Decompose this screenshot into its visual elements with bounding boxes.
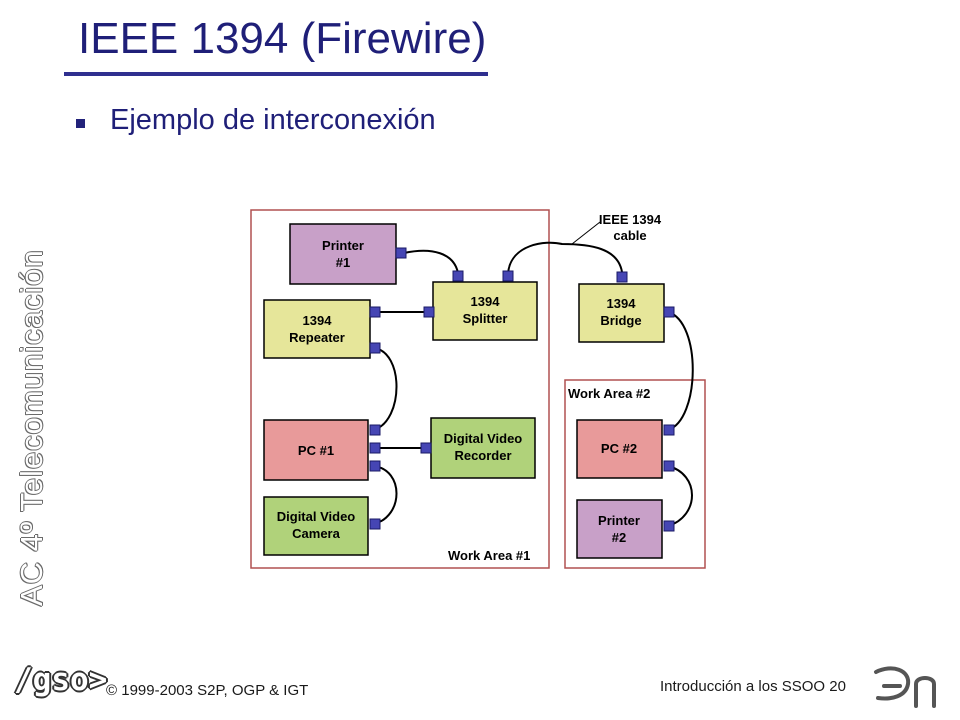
port-repeater-right-bottom: [369, 342, 381, 354]
device-printer1: Printer #1: [289, 223, 397, 285]
dvr-label-line2: Recorder: [454, 448, 511, 463]
copyright-text: 1999-2003 S2P, OGP & IGT: [121, 682, 309, 699]
ports: [369, 247, 675, 532]
dvr-label-line1: Digital Video: [444, 431, 523, 446]
port-pc1-1: [369, 424, 381, 436]
device-pc1: PC #1: [263, 419, 369, 481]
pc2-label: PC #2: [601, 441, 637, 456]
callout-leader: [571, 221, 601, 245]
bullet-text: Ejemplo de interconexión: [110, 104, 436, 136]
title-underline: [64, 72, 488, 76]
cable-bridge-pc2: [667, 311, 694, 431]
port-pc1-3: [369, 460, 381, 472]
port-pc2-bottom: [663, 460, 675, 472]
device-pc2: PC #2: [576, 419, 663, 479]
copyright-line: © 1999-2003 S2P, OGP & IGT: [106, 682, 308, 699]
printer1-label-line2: #1: [336, 255, 350, 270]
cable-printer1-splitter: [403, 249, 459, 274]
port-splitter-top-right: [502, 270, 514, 282]
port-printer1: [395, 247, 407, 259]
device-printer2: Printer #2: [576, 499, 663, 559]
bridge-label-line1: 1394: [607, 296, 637, 311]
camera-label-line1: Digital Video: [277, 509, 356, 524]
port-bridge-top: [616, 271, 628, 283]
port-pc1-2: [369, 442, 381, 454]
cable-repeater-pc1: [373, 347, 398, 431]
device-repeater: 1394 Repeater: [263, 299, 371, 359]
work-area-2-frame: [564, 379, 706, 569]
work-area-1-label: Work Area #1: [448, 548, 530, 563]
cable-splitter-bridge: [507, 241, 623, 275]
port-printer2: [663, 520, 675, 532]
footer-slide-info: Introducción a los SSOO 20: [660, 678, 846, 695]
side-course-label: AC 4º Telecomunicación: [14, 249, 49, 606]
splitter-label-line2: Splitter: [463, 311, 508, 326]
device-camera: Digital Video Camera: [263, 496, 369, 556]
printer2-label-line1: Printer: [598, 513, 640, 528]
repeater-label-line2: Repeater: [289, 330, 345, 345]
cable-pc2-printer2: [667, 465, 693, 527]
slide-title: IEEE 1394 (Firewire): [78, 14, 487, 63]
pc1-label: PC #1: [298, 443, 334, 458]
port-repeater-right-top: [369, 306, 381, 318]
device-splitter: 1394 Splitter: [432, 281, 538, 341]
cable-pc1-camera: [373, 465, 398, 525]
cables: [373, 221, 694, 527]
port-dvr-left: [420, 442, 432, 454]
bridge-label-line2: Bridge: [600, 313, 641, 328]
copyright-icon: ©: [106, 682, 118, 699]
work-area-1-frame: [250, 209, 550, 569]
work-area-2-label: Work Area #2: [568, 386, 650, 401]
callout-label-line2: cable: [613, 228, 646, 243]
port-pc2-top: [663, 424, 675, 436]
repeater-label-line1: 1394: [303, 313, 333, 328]
port-splitter-top-left: [452, 270, 464, 282]
gso-logo: /gso>: [14, 662, 108, 698]
printer2-label-line2: #2: [612, 530, 626, 545]
splitter-label-line1: 1394: [471, 294, 501, 309]
callout-label-line1: IEEE 1394: [599, 212, 662, 227]
port-camera: [369, 518, 381, 530]
printer1-label-line1: Printer: [322, 238, 364, 253]
bullet-square-icon: [76, 119, 85, 128]
device-dvr: Digital Video Recorder: [430, 417, 536, 479]
camera-label-line2: Camera: [292, 526, 340, 541]
device-bridge: 1394 Bridge: [578, 283, 665, 343]
port-splitter-left: [423, 306, 435, 318]
corner-logo-icon: [874, 666, 936, 708]
port-bridge-right: [663, 306, 675, 318]
